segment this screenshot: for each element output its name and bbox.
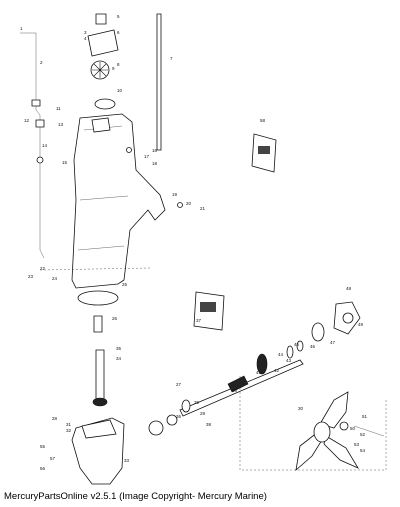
shift-rod-assembly <box>20 32 45 259</box>
callout-27: 27 <box>176 382 182 387</box>
callout-42: 42 <box>274 368 280 373</box>
callout-33: 33 <box>124 458 130 463</box>
callout-47: 47 <box>330 340 336 345</box>
decal-37 <box>193 291 225 331</box>
callout-46: 46 <box>310 344 316 349</box>
callout-12: 12 <box>24 118 30 123</box>
callout-26: 26 <box>112 316 118 321</box>
gear-housing-lower <box>71 417 125 485</box>
callout-24: 24 <box>52 276 58 281</box>
callout-6: 6 <box>117 30 120 35</box>
decal-58 <box>251 133 277 173</box>
callout-5: 5 <box>117 14 120 19</box>
callout-9: 9 <box>112 66 115 71</box>
callout-52: 52 <box>360 432 366 437</box>
callout-22: 22 <box>40 266 46 271</box>
driveshaft <box>156 13 162 151</box>
callout-45: 45 <box>294 342 300 347</box>
forward-gear <box>148 399 191 436</box>
callout-16: 16 <box>152 148 158 153</box>
callout-30: 30 <box>298 406 304 411</box>
callout-51: 51 <box>362 414 368 419</box>
callout-23: 23 <box>28 274 34 279</box>
oring-25 <box>77 290 119 306</box>
callout-10: 10 <box>117 88 123 93</box>
callout-53: 53 <box>354 442 360 447</box>
callout-54: 54 <box>360 448 366 453</box>
callout-20: 20 <box>186 201 192 206</box>
callout-44: 44 <box>278 352 284 357</box>
callout-49: 49 <box>358 322 364 327</box>
callout-15: 15 <box>62 160 68 165</box>
bearing-carrier <box>333 301 361 335</box>
callout-18: 18 <box>152 161 158 166</box>
callout-4: 4 <box>84 36 87 41</box>
callout-29: 29 <box>200 411 206 416</box>
callout-17: 17 <box>144 154 150 159</box>
callout-21: 21 <box>200 206 206 211</box>
callout-32: 32 <box>66 428 72 433</box>
callout-13: 13 <box>58 122 64 127</box>
callout-35: 35 <box>116 346 122 351</box>
callout-14: 14 <box>42 143 48 148</box>
callout-58: 58 <box>260 118 266 123</box>
image-caption: MercuryPartsOnline v2.5.1 (Image Copyrig… <box>4 491 267 502</box>
propeller <box>295 391 385 472</box>
callout-7: 7 <box>170 56 173 61</box>
callout-56: 56 <box>40 466 46 471</box>
callout-40: 40 <box>232 388 238 393</box>
callout-3: 3 <box>84 30 87 35</box>
callout-48: 48 <box>346 286 352 291</box>
callout-55: 55 <box>40 444 46 449</box>
callout-8: 8 <box>117 62 120 67</box>
callout-36: 36 <box>176 414 182 419</box>
callout-39: 39 <box>194 400 200 405</box>
callout-28: 28 <box>52 416 58 421</box>
callout-1: 1 <box>20 26 23 31</box>
callout-2: 2 <box>40 60 43 65</box>
callout-37: 37 <box>196 318 202 323</box>
callout-57: 57 <box>50 456 56 461</box>
water-pump-assembly <box>87 13 119 110</box>
propeller-shaft <box>179 322 325 417</box>
pinion-gear-assembly <box>92 315 108 407</box>
callout-34: 34 <box>116 356 122 361</box>
callout-25: 25 <box>122 282 128 287</box>
callout-19: 19 <box>172 192 178 197</box>
callout-31: 31 <box>66 422 72 427</box>
callout-11: 11 <box>56 106 61 111</box>
gear-housing-upper <box>71 113 183 289</box>
callout-50: 50 <box>350 426 356 431</box>
callout-41: 41 <box>256 370 262 375</box>
callout-43: 43 <box>286 358 292 363</box>
callout-38: 38 <box>206 422 212 427</box>
